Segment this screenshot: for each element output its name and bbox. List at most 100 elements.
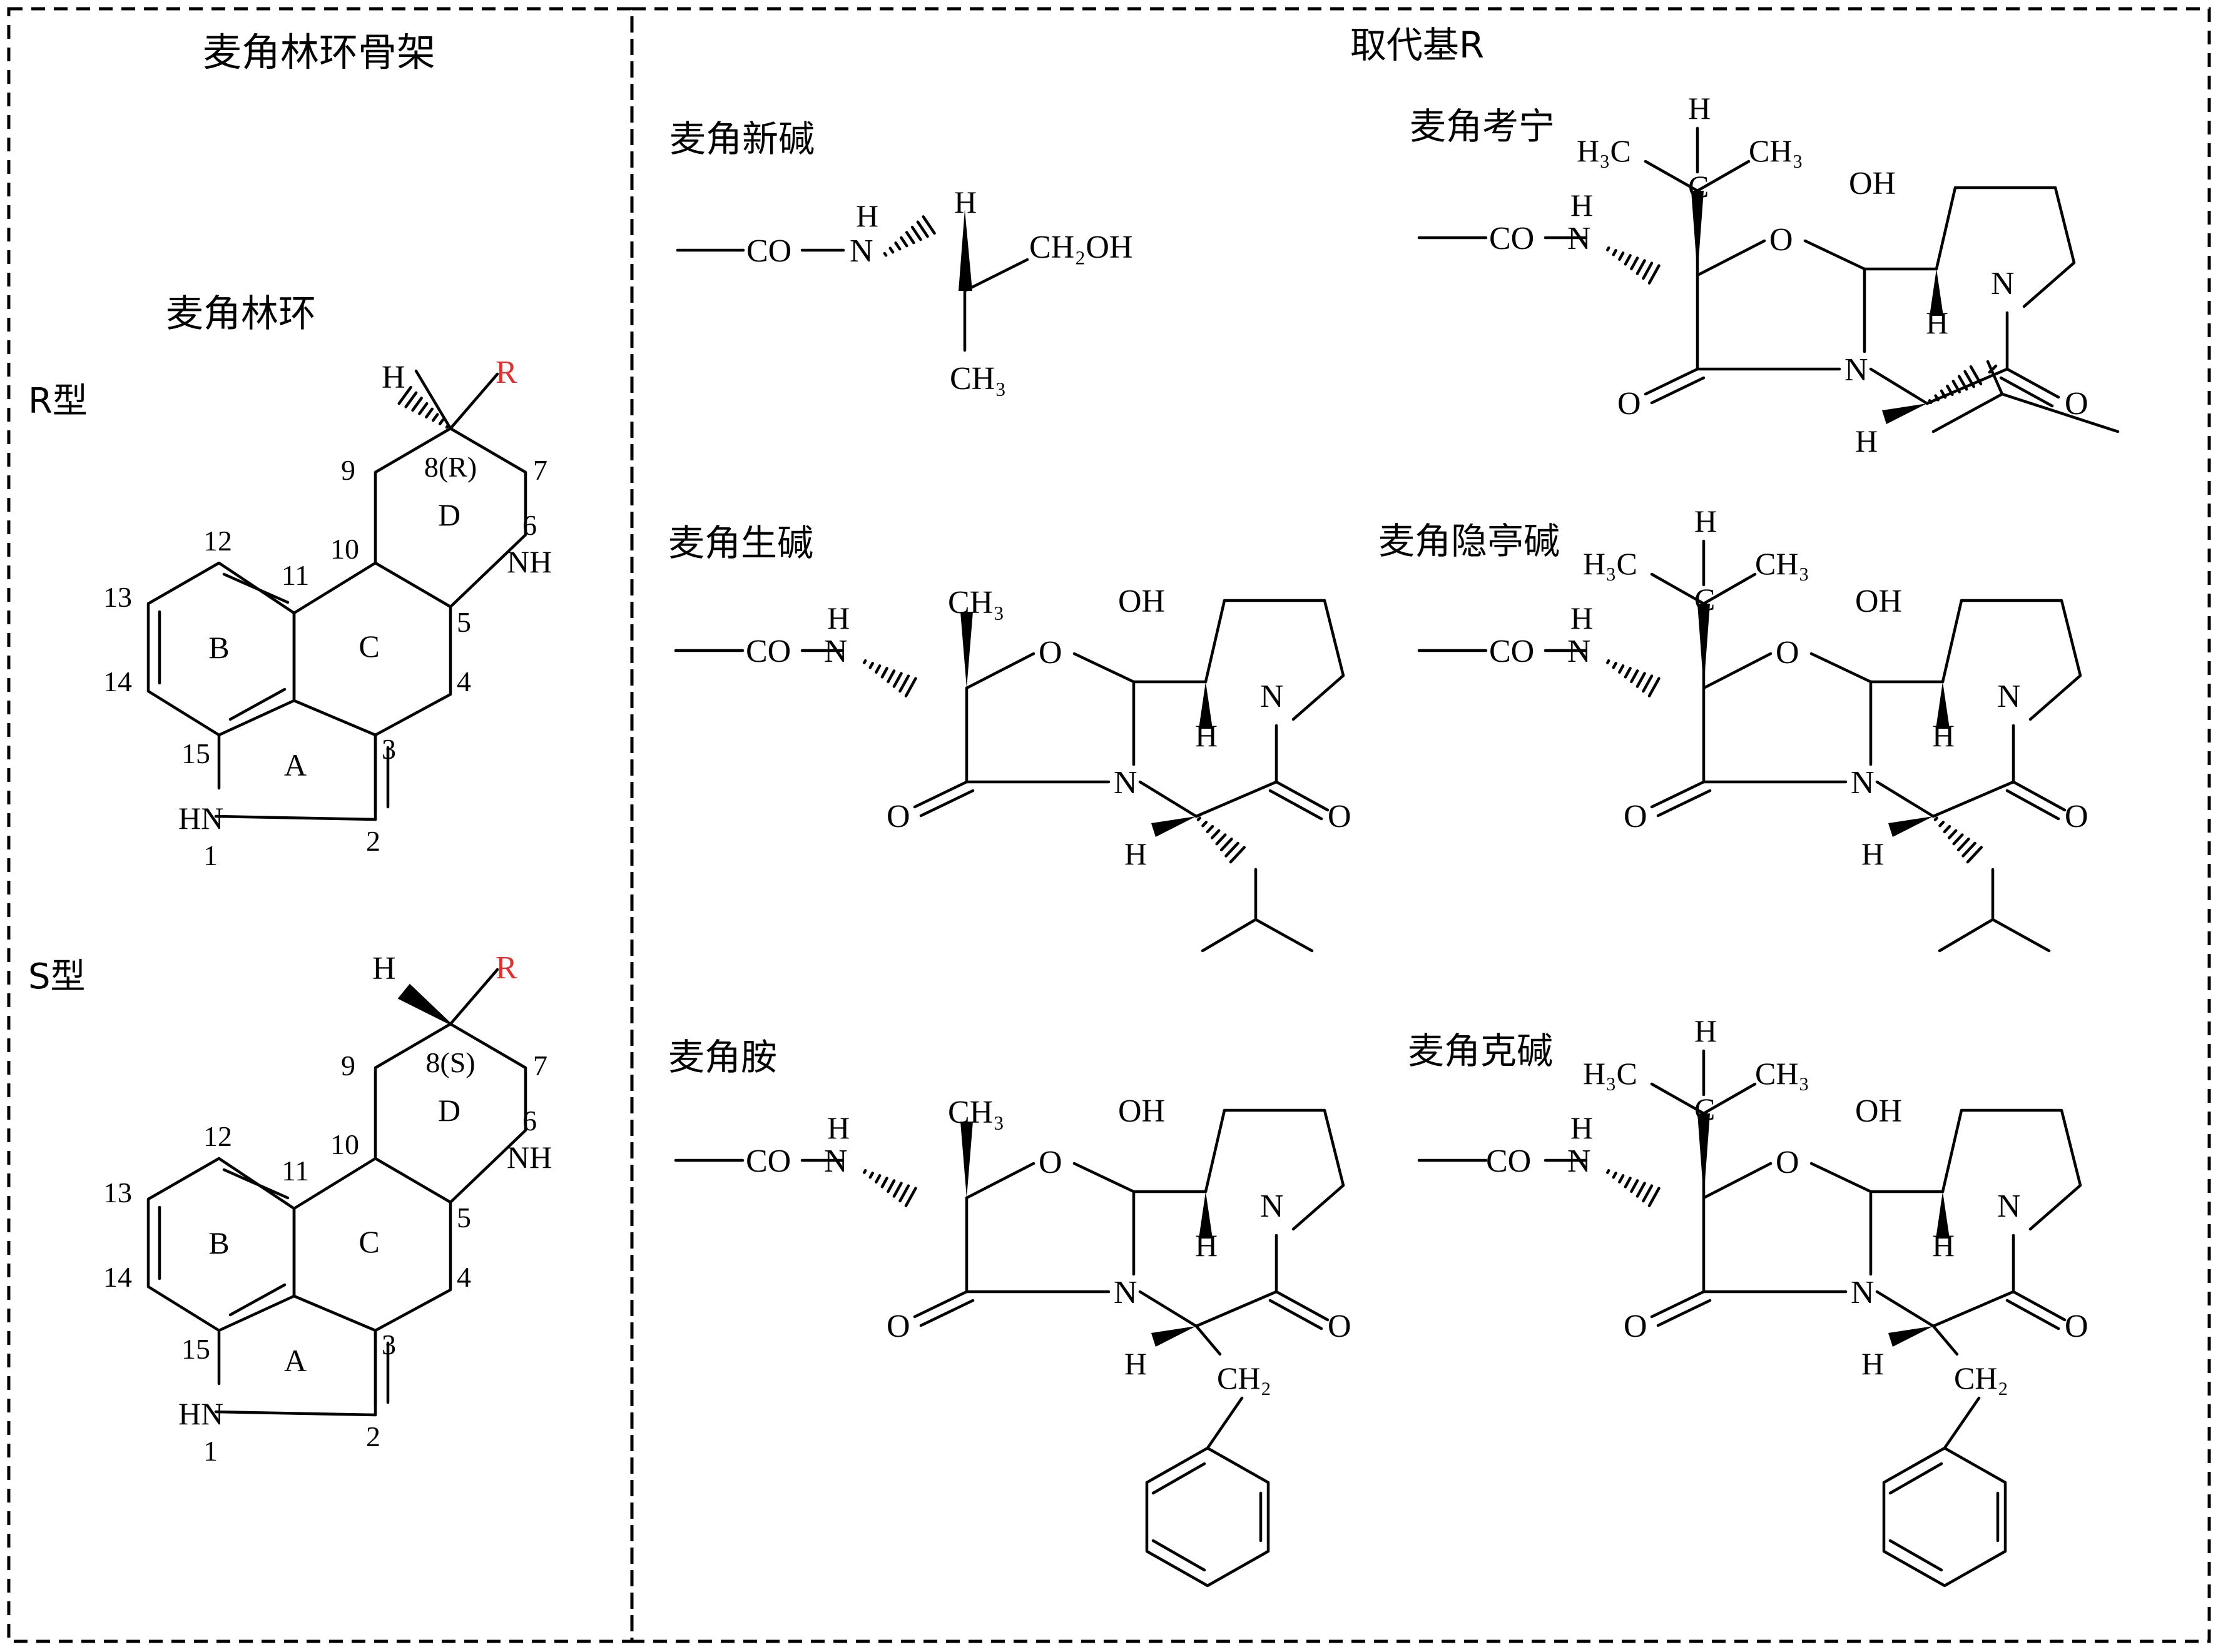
- ergocryptine-c: C: [1694, 582, 1715, 617]
- compound-name-ergocryptine: 麦角隐亭碱: [1378, 520, 1560, 562]
- s-substituent-label: R: [496, 950, 517, 986]
- s-num-1: 1: [203, 1435, 218, 1467]
- ergocristine-n: N: [1567, 1143, 1591, 1179]
- ergometrine-structure: CO H N H CH₂OH CH₃: [676, 185, 1132, 397]
- ergocristine-o-ring: O: [1776, 1145, 1799, 1180]
- ergocryptine-h-top: H: [1694, 504, 1717, 539]
- ergocornine-n2: N: [1844, 352, 1868, 388]
- ergosine-h-bottom: H: [1124, 836, 1147, 871]
- skeleton-subtitle: 麦角林环: [166, 292, 316, 336]
- r-num-15: 15: [181, 737, 210, 769]
- r-num-7: 7: [533, 454, 547, 486]
- ergometrine-ch2oh: CH₂OH: [1029, 230, 1132, 265]
- ergotamine-o-right: O: [1328, 1309, 1351, 1344]
- r-num-11: 11: [282, 559, 309, 591]
- ergometrine-h: H: [954, 185, 977, 220]
- ergocristine-ch2: CH₂: [1954, 1361, 2008, 1396]
- ergoline-s-structure: [146, 968, 527, 1417]
- r-num-9: 9: [341, 454, 355, 486]
- ergotamine-n2: N: [1114, 1275, 1137, 1310]
- ergocristine-n2: N: [1851, 1275, 1875, 1310]
- ergocornine-h-top: H: [1688, 91, 1711, 126]
- ergosine-n2: N: [1114, 765, 1137, 801]
- ergocristine-h-nh: H: [1570, 1110, 1593, 1145]
- ergometrine-co: CO: [746, 233, 791, 269]
- ergocryptine-o-ring: O: [1776, 635, 1799, 671]
- ergotamine-o-ring: O: [1039, 1145, 1062, 1180]
- ergocornine-oh: OH: [1849, 166, 1896, 201]
- s-num-14: 14: [103, 1261, 132, 1293]
- compound-name-ergosine: 麦角生碱: [668, 522, 813, 564]
- ergometrine-ch3: CH₃: [950, 361, 1006, 397]
- ergosine-co: CO: [746, 634, 791, 669]
- ergocristine-h-bridge: H: [1932, 1228, 1955, 1263]
- s-ring-b: B: [208, 1225, 229, 1260]
- ergotamine-o-left: O: [887, 1309, 910, 1344]
- ergocornine-co: CO: [1489, 221, 1534, 256]
- ergosine-n3: N: [1260, 679, 1284, 714]
- ergotamine-ch3: CH₃: [948, 1095, 1004, 1130]
- r-ring-d: D: [438, 497, 460, 532]
- s-num-4: 4: [457, 1261, 471, 1293]
- right-panel-frame: [630, 7, 2211, 1643]
- ergocryptine-o-left: O: [1624, 799, 1647, 834]
- r-ring-b: B: [208, 630, 229, 665]
- s-num-13: 13: [103, 1177, 132, 1209]
- s-num-3: 3: [382, 1329, 396, 1361]
- r-num-10: 10: [330, 533, 359, 565]
- ergotamine-n: N: [824, 1143, 848, 1179]
- s-num-9: 9: [341, 1050, 355, 1082]
- ergocornine-h-bridge: H: [1926, 305, 1948, 340]
- s-ring-c: C: [359, 1224, 379, 1259]
- s-num-10: 10: [330, 1128, 359, 1160]
- s-ring-d: D: [438, 1093, 460, 1128]
- ergocryptine-ch3: CH₃: [1755, 546, 1809, 581]
- ergocornine-n: N: [1567, 221, 1591, 256]
- r-num-1: 1: [203, 839, 218, 871]
- r-num-5: 5: [457, 606, 471, 638]
- ergometrine-n: N: [850, 233, 873, 269]
- r-num-3: 3: [382, 733, 396, 765]
- ergocryptine-co: CO: [1489, 634, 1534, 669]
- ergocornine-c: C: [1688, 169, 1709, 204]
- s-type-label: S型: [28, 956, 86, 997]
- s-nh: NH: [507, 1140, 552, 1175]
- r-num-4: 4: [457, 666, 471, 697]
- ergotamine-structure: CO H N CH₃ O OH N O H N O H CH₂: [674, 1093, 1351, 1588]
- ergosine-ch3: CH₃: [948, 585, 1004, 621]
- r-type-label: R型: [28, 381, 88, 422]
- ergocristine-h3c: H₃C: [1583, 1056, 1637, 1091]
- r-num-14: 14: [103, 666, 132, 697]
- ergoline-r-labels: H R 8(R) 9 7 D 6 NH 10 11 12 13 14 B C 5…: [103, 355, 552, 871]
- s-num-11: 11: [282, 1155, 309, 1187]
- ergocristine-c: C: [1694, 1092, 1715, 1127]
- r-num-2: 2: [366, 825, 380, 857]
- ergocryptine-h-nh: H: [1570, 600, 1593, 636]
- ergosine-o-left: O: [887, 799, 910, 834]
- s-num-5: 5: [457, 1202, 471, 1234]
- r-num-6: 6: [522, 509, 537, 541]
- ergocryptine-n3: N: [1997, 679, 2021, 714]
- r-substituent-label: R: [496, 355, 517, 390]
- compound-name-ergocornine: 麦角考宁: [1410, 105, 1555, 148]
- r-nh: NH: [507, 544, 552, 579]
- ergosine-h-nh: H: [827, 600, 850, 636]
- r-num-12: 12: [203, 525, 232, 557]
- ergosine-oh: OH: [1118, 584, 1165, 619]
- s-num-2: 2: [366, 1421, 380, 1452]
- ergocristine-n3: N: [1997, 1188, 2021, 1224]
- left-panel-frame: [7, 7, 634, 1643]
- compound-name-ergometrine: 麦角新碱: [669, 118, 815, 160]
- ergometrine-h-nh: H: [856, 198, 878, 233]
- s-num-7: 7: [533, 1050, 547, 1082]
- ergocryptine-h-bottom: H: [1861, 836, 1884, 871]
- ergocristine-structure: CO H N H H₃C C CH₃ O OH N O H N O H CH₂: [1417, 1013, 2088, 1588]
- right-panel-title: 取代基R: [1350, 24, 1484, 66]
- ergocryptine-n2: N: [1851, 765, 1875, 801]
- ergotamine-n3: N: [1260, 1188, 1284, 1224]
- ergoline-s-labels: H R 8(S) 9 7 D 6 NH 10 11 12 13 14 B C 5…: [103, 950, 552, 1467]
- ergotamine-oh: OH: [1118, 1093, 1165, 1129]
- ergocristine-h-bottom: H: [1861, 1346, 1884, 1381]
- ergocornine-o-right: O: [2065, 386, 2088, 422]
- ergocornine-structure: CO H N H H₃C C CH₃ O OH N O H N O H: [1417, 91, 2120, 459]
